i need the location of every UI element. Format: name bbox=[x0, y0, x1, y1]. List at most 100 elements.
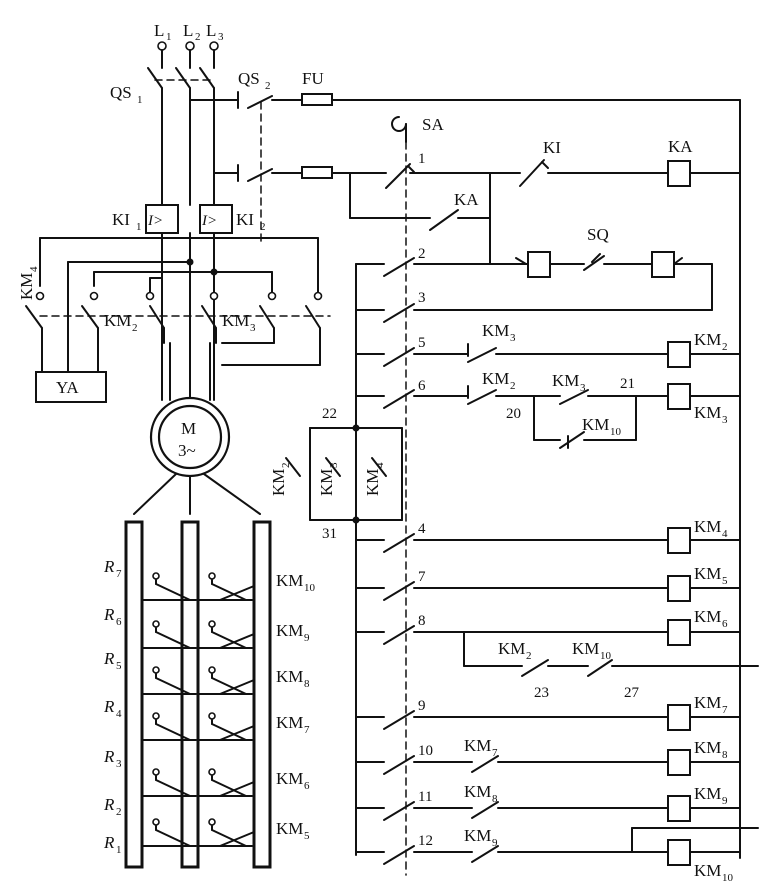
label-KM7-row10: KM bbox=[464, 736, 491, 755]
label-coil-KM2: KM bbox=[694, 330, 721, 349]
resistor-contact-terminal bbox=[208, 712, 216, 720]
resistor-contact-terminal bbox=[152, 666, 160, 674]
label-res-KM6-sub: 6 bbox=[304, 780, 310, 792]
coil-KM3 bbox=[667, 383, 691, 410]
label-res-KM10-sub: 10 bbox=[304, 582, 316, 594]
node-2: 2 bbox=[418, 246, 426, 262]
motor-phase-label: 3~ bbox=[178, 441, 196, 460]
resistor-contact-blade bbox=[211, 677, 247, 695]
label-res-KM5-sub: 5 bbox=[304, 830, 310, 842]
coil-KA bbox=[667, 160, 691, 187]
sa-contact-blade bbox=[383, 581, 415, 601]
resistor-contact-blade bbox=[155, 583, 191, 601]
label-KM10-row6: KM bbox=[582, 415, 609, 434]
coil-KM4 bbox=[667, 527, 691, 554]
label-R3: R bbox=[103, 747, 115, 766]
label-coil-KM4-sub: 4 bbox=[722, 528, 728, 540]
label-KM2-interlock: KM bbox=[269, 469, 288, 496]
label-res-KM9: KM bbox=[276, 621, 303, 640]
label-KM3-row5: KM bbox=[482, 321, 509, 340]
resistor-contact-link bbox=[219, 633, 255, 649]
coil-KM9 bbox=[667, 795, 691, 822]
label-L1: L bbox=[154, 21, 164, 40]
row-5 bbox=[419, 341, 741, 368]
node-31: 31 bbox=[322, 526, 337, 542]
node-8: 8 bbox=[418, 613, 426, 629]
sa-contact-blade bbox=[383, 845, 415, 865]
row-1 bbox=[349, 159, 741, 265]
stator-contacts bbox=[25, 237, 331, 373]
overcurrent-relays: I> I> bbox=[145, 204, 233, 401]
resistor-contacts bbox=[141, 572, 255, 847]
resistor-contact-terminal bbox=[152, 620, 160, 628]
label-coil-KM6-sub: 6 bbox=[722, 618, 728, 630]
label-KI2: KI bbox=[236, 210, 254, 229]
resistor-contact-terminal bbox=[152, 768, 160, 776]
label-R6-sub: 6 bbox=[116, 616, 122, 628]
label-KM2-left-sub: 2 bbox=[132, 322, 138, 334]
coil-KM2 bbox=[667, 341, 691, 368]
label-coil-KM7: KM bbox=[694, 693, 721, 712]
node-21: 21 bbox=[620, 376, 635, 392]
label-L2: L bbox=[183, 21, 193, 40]
label-KM4-left-sub: 4 bbox=[28, 266, 40, 272]
label-SQ: SQ bbox=[587, 225, 609, 244]
label-KA-coil: KA bbox=[668, 137, 693, 156]
label-QS1-sub: 1 bbox=[137, 94, 143, 106]
label-FU: FU bbox=[302, 69, 324, 88]
relay-KI2 bbox=[199, 204, 233, 234]
label-coil-KM2-sub: 2 bbox=[722, 341, 728, 353]
sa-contact-blade bbox=[383, 389, 415, 409]
resistor-contact-blade bbox=[211, 583, 247, 601]
label-coil-KM10-sub: 10 bbox=[722, 872, 734, 884]
resistor-contact-terminal bbox=[208, 572, 216, 580]
node-4: 4 bbox=[418, 521, 426, 537]
sa-contact-blade bbox=[383, 801, 415, 821]
labels: L 1 L 2 L 3 QS 1 QS 2 FU SA 1 KI KA KA S… bbox=[17, 21, 734, 884]
label-KM3-row6-sub: 3 bbox=[580, 382, 586, 394]
row-6 bbox=[419, 383, 741, 449]
resistor-contact-terminal bbox=[208, 768, 216, 776]
label-R1: R bbox=[103, 833, 115, 852]
qs2-switch bbox=[189, 91, 303, 246]
label-res-KM5: KM bbox=[276, 819, 303, 838]
node-1: 1 bbox=[418, 151, 426, 167]
label-L3: L bbox=[206, 21, 216, 40]
resistor-contact-link bbox=[219, 725, 255, 741]
label-coil-KM6: KM bbox=[694, 607, 721, 626]
label-KI1-sub: 1 bbox=[136, 221, 142, 233]
label-R5-sub: 5 bbox=[116, 660, 122, 672]
node-22: 22 bbox=[322, 406, 337, 422]
resistor-contact-terminal bbox=[152, 818, 160, 826]
resistor-contact-blade bbox=[211, 723, 247, 741]
node-5: 5 bbox=[418, 335, 426, 351]
label-KM8-row11-sub: 8 bbox=[492, 793, 498, 805]
label-R7-sub: 7 bbox=[116, 568, 122, 580]
label-R3-sub: 3 bbox=[116, 758, 122, 770]
label-coil-KM7-sub: 7 bbox=[722, 704, 728, 716]
sa-contact-blade bbox=[383, 533, 415, 553]
label-QS2-sub: 2 bbox=[265, 80, 271, 92]
motor: M 3~ bbox=[133, 342, 261, 515]
label-SA: SA bbox=[422, 115, 444, 134]
label-coil-KM9: KM bbox=[694, 784, 721, 803]
label-KM2-left: KM bbox=[104, 311, 131, 330]
sa-contact-blade bbox=[383, 303, 415, 323]
label-L1-sub: 1 bbox=[166, 31, 172, 43]
label-coil-KM8-sub: 8 bbox=[722, 749, 728, 761]
lower-rows bbox=[419, 527, 759, 866]
label-R2-sub: 2 bbox=[116, 806, 122, 818]
label-R7: R bbox=[103, 557, 115, 576]
resistor-contact-terminal bbox=[152, 572, 160, 580]
sa-contact-blade bbox=[383, 625, 415, 645]
label-KM3-row5-sub: 3 bbox=[510, 332, 516, 344]
label-R5: R bbox=[103, 649, 115, 668]
label-res-KM8-sub: 8 bbox=[304, 678, 310, 690]
label-KM10-row6-sub: 10 bbox=[610, 426, 622, 438]
node-23: 23 bbox=[534, 685, 549, 701]
sa-contact-blade bbox=[383, 257, 415, 277]
resistor-contact-blade bbox=[155, 779, 191, 797]
node-6: 6 bbox=[418, 378, 426, 394]
label-KM2-row8: KM bbox=[498, 639, 525, 658]
label-QS1: QS bbox=[110, 83, 132, 102]
